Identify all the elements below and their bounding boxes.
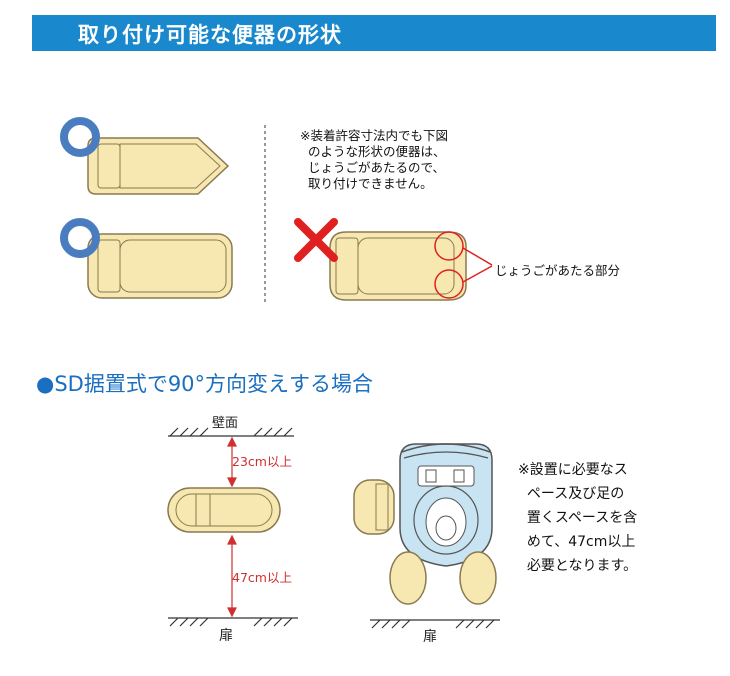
portable-toilet-unit: [399, 443, 493, 567]
toilet-pointed-ok: [87, 137, 230, 195]
contact-point-marker: [434, 231, 464, 261]
space-requirement-note: ※設置に必要なス ペース及び足の 置くスペースを含 めて、47cm以上 必要とな…: [518, 462, 638, 574]
header-bar: [32, 15, 716, 51]
callout-label: じょうごがあたる部分: [495, 263, 621, 278]
dimension-top: [227, 436, 237, 488]
door-hatch-right: [370, 619, 500, 629]
contact-point-marker: [434, 269, 464, 299]
incompatible-shape-note: ※装着許容寸法内でも下図 のような形状の便器は、 じょうごがあたるので、 取り付…: [300, 128, 448, 191]
toilet-side-base: [353, 479, 395, 535]
door-hatch-left: [168, 617, 298, 627]
toilet-rectangular-ok: [87, 233, 233, 299]
section-title: ●SD据置式で90°方向変えする場合: [36, 372, 374, 396]
ok-circle-icon: [60, 218, 100, 258]
page-title: 取り付け可能な便器の形状: [78, 23, 342, 47]
wall-hatch: [168, 427, 294, 437]
ok-circle-icon: [60, 117, 100, 157]
toilet-plan-left: [167, 487, 281, 533]
distance-bottom-label: 47cm以上: [232, 570, 292, 585]
distance-top-label: 23cm以上: [232, 454, 292, 469]
toilet-incompatible: [329, 231, 493, 301]
foot-space-marks: [389, 551, 497, 605]
wall-label: 壁面: [212, 416, 239, 431]
ng-cross-icon: [294, 218, 338, 262]
dimension-bottom: [227, 534, 237, 618]
door-label: 扉: [423, 629, 437, 645]
door-label: 扉: [219, 628, 233, 644]
